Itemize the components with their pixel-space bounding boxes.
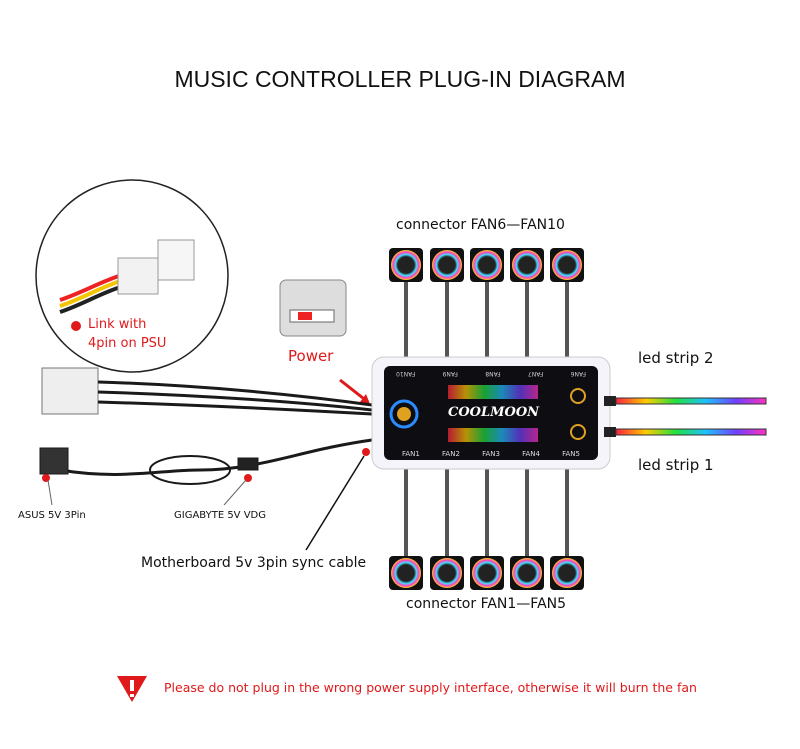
fan-cables xyxy=(404,282,569,558)
psu-inset xyxy=(35,179,229,373)
port-label: FAN4 xyxy=(522,450,540,458)
led-strip-1-label: led strip 1 xyxy=(638,456,714,474)
gigabyte-label: GIGABYTE 5V VDG xyxy=(174,510,266,521)
fan-icon xyxy=(389,248,423,282)
fan-icon xyxy=(430,556,464,590)
psu-label-line1: Link with xyxy=(88,317,147,332)
fan-icon xyxy=(550,556,584,590)
port-label: FAN10 xyxy=(396,370,416,377)
power-label: Power xyxy=(288,347,334,365)
fan-bottom-label: connector FAN1—FAN5 xyxy=(406,596,567,612)
port-label: FAN5 xyxy=(562,450,580,458)
port-label: FAN2 xyxy=(442,450,460,458)
fans-top xyxy=(389,248,584,282)
asus-label: ASUS 5V 3Pin xyxy=(18,510,86,521)
hub-bottom-port-labels: FAN1 FAN2 FAN3 FAN4 FAN5 xyxy=(402,450,580,458)
diagram-title: MUSIC CONTROLLER PLUG-IN DIAGRAM xyxy=(174,66,626,92)
fan-icon xyxy=(470,556,504,590)
fan-icon xyxy=(510,556,544,590)
fan-top-label: connector FAN6—FAN10 xyxy=(396,217,565,233)
fan-icon xyxy=(430,248,464,282)
fans-bottom xyxy=(389,556,584,590)
fan-icon xyxy=(389,556,423,590)
port-label: FAN9 xyxy=(442,370,458,377)
port-label: FAN6 xyxy=(570,370,586,377)
power-inset xyxy=(279,279,370,404)
psu-label-line2: 4pin on PSU xyxy=(88,336,167,351)
led-strips xyxy=(604,396,767,437)
port-label: FAN1 xyxy=(402,450,420,458)
led-strip-2-label: led strip 2 xyxy=(638,349,714,367)
warning-triangle-icon xyxy=(117,676,147,702)
warning-text: Please do not plug in the wrong power su… xyxy=(164,680,697,695)
port-label: FAN8 xyxy=(485,370,501,377)
fan-icon xyxy=(510,248,544,282)
controller-hub xyxy=(371,356,611,470)
hub-brand: COOLMOON xyxy=(448,405,540,420)
fan-icon xyxy=(470,248,504,282)
hub-top-port-labels: FAN6 FAN7 FAN8 FAN9 FAN10 xyxy=(396,370,586,377)
fan-icon xyxy=(550,248,584,282)
port-label: FAN7 xyxy=(527,370,544,377)
cables xyxy=(39,367,373,551)
sync-cable-label: Motherboard 5v 3pin sync cable xyxy=(141,555,367,571)
port-label: FAN3 xyxy=(482,450,500,458)
